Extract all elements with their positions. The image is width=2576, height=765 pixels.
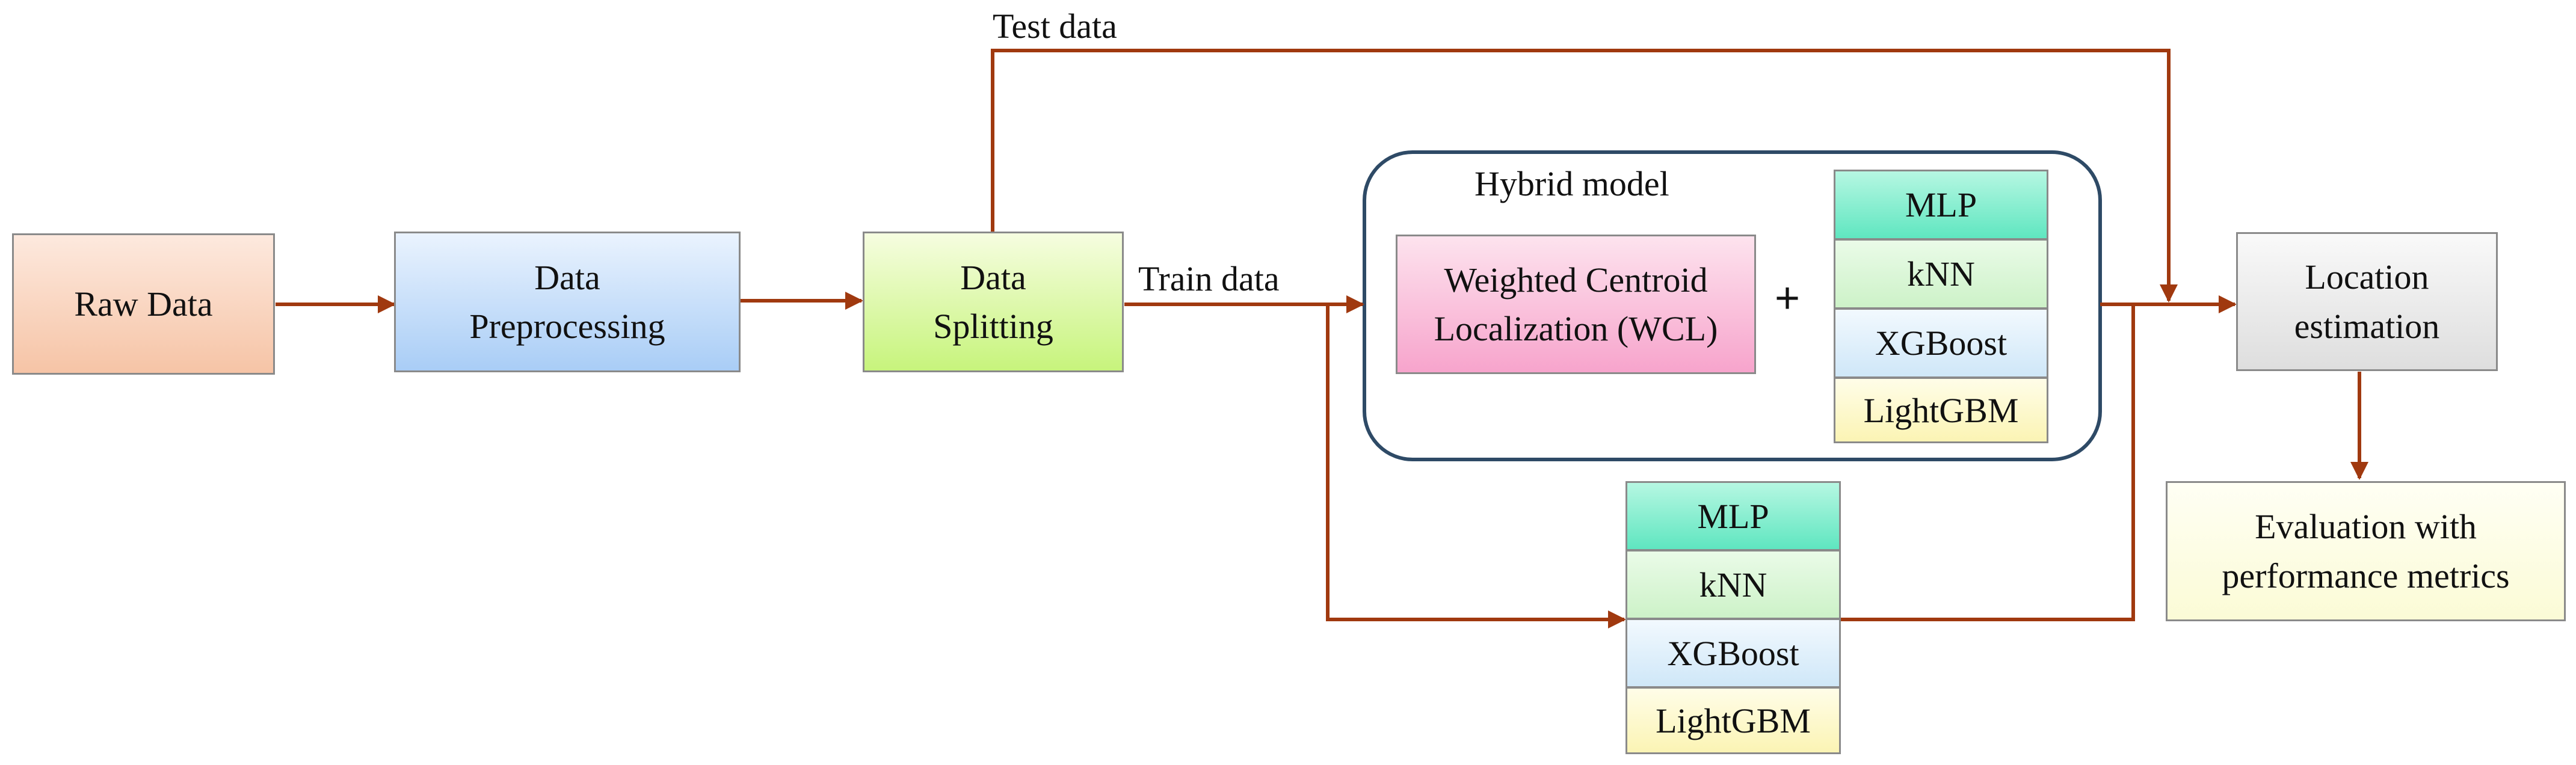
location-line-1: Location [2305, 257, 2429, 297]
plus-sign: + [1775, 274, 1801, 322]
wcl-box: Weighted Centroid Localization (WCL) [1396, 235, 1756, 374]
wcl-line-1: Weighted Centroid [1444, 260, 1708, 300]
test-data-label: Test data [993, 7, 1117, 46]
standalone-knn-cell: kNN [1625, 550, 1841, 619]
data-preprocessing-box: Data Preprocessing [394, 232, 741, 372]
standalone-xgboost-cell: XGBoost [1625, 618, 1841, 688]
splitting-line-1: Data [960, 257, 1026, 297]
train-data-label: Train data [1138, 259, 1280, 298]
hybrid-mlp-cell: MLP [1834, 170, 2048, 240]
arrow-test-data [991, 49, 2178, 303]
data-splitting-box: Data Splitting [863, 232, 1124, 372]
evaluation-line-2: performance metrics [2222, 556, 2510, 595]
raw-data-box: Raw Data [12, 233, 275, 375]
location-estimation-box: Location estimation [2236, 232, 2498, 371]
evaluation-line-1: Evaluation with [2255, 507, 2477, 547]
evaluation-box: Evaluation with performance metrics [2166, 481, 2566, 621]
standalone-mlp-cell: MLP [1625, 481, 1841, 551]
arrow-train-to-standalone [1326, 304, 1626, 628]
preprocessing-line-1: Data [534, 257, 600, 297]
location-line-2: estimation [2294, 306, 2440, 346]
hybrid-model-title: Hybrid model [1474, 164, 1669, 203]
preprocessing-line-2: Preprocessing [469, 307, 665, 346]
standalone-lightgbm-cell: LightGBM [1625, 687, 1841, 754]
hybrid-xgboost-cell: XGBoost [1834, 308, 2048, 378]
arrow-standalone-to-location [1841, 304, 2135, 621]
hybrid-knn-cell: kNN [1834, 239, 2048, 309]
wcl-line-2: Localization (WCL) [1434, 309, 1718, 348]
splitting-line-2: Splitting [933, 307, 1053, 346]
hybrid-lightgbm-cell: LightGBM [1834, 377, 2048, 443]
